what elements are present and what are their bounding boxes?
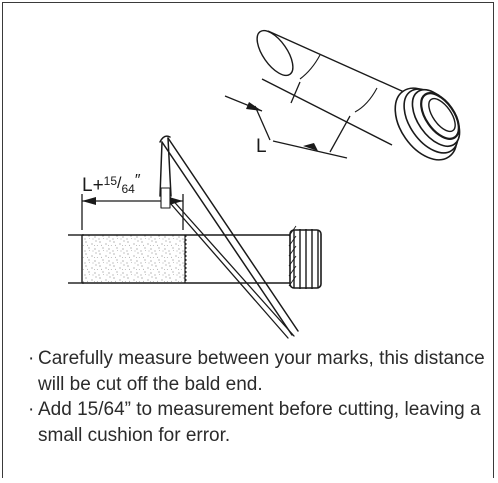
bullet: · — [28, 348, 35, 369]
dimension-l-arrows — [246, 102, 318, 151]
cut-dimension-label: L+15/64″ — [82, 172, 141, 196]
pipe-dimension-label: L — [256, 136, 267, 157]
instruction-item: · Add 15/64” to measurement before cutti… — [28, 397, 488, 448]
instruction-text: Carefully measure between your marks, th… — [38, 348, 485, 395]
pipe-bottom-thread — [288, 225, 322, 289]
installation-diagram: L L+15/64″ — [68, 29, 461, 339]
dimension-l — [224, 81, 351, 159]
instructions-list: · Carefully measure between your marks, … — [28, 346, 488, 448]
pipe-top-thread — [394, 87, 461, 161]
hacksaw — [159, 135, 299, 339]
instruction-item: · Carefully measure between your marks, … — [28, 346, 488, 397]
pipe-top — [256, 29, 414, 146]
pipe-bottom — [68, 234, 298, 284]
instruction-text: Add 15/64” to measurement before cutting… — [38, 399, 481, 446]
panel-frame — [2, 2, 494, 478]
bullet: · — [28, 399, 35, 420]
